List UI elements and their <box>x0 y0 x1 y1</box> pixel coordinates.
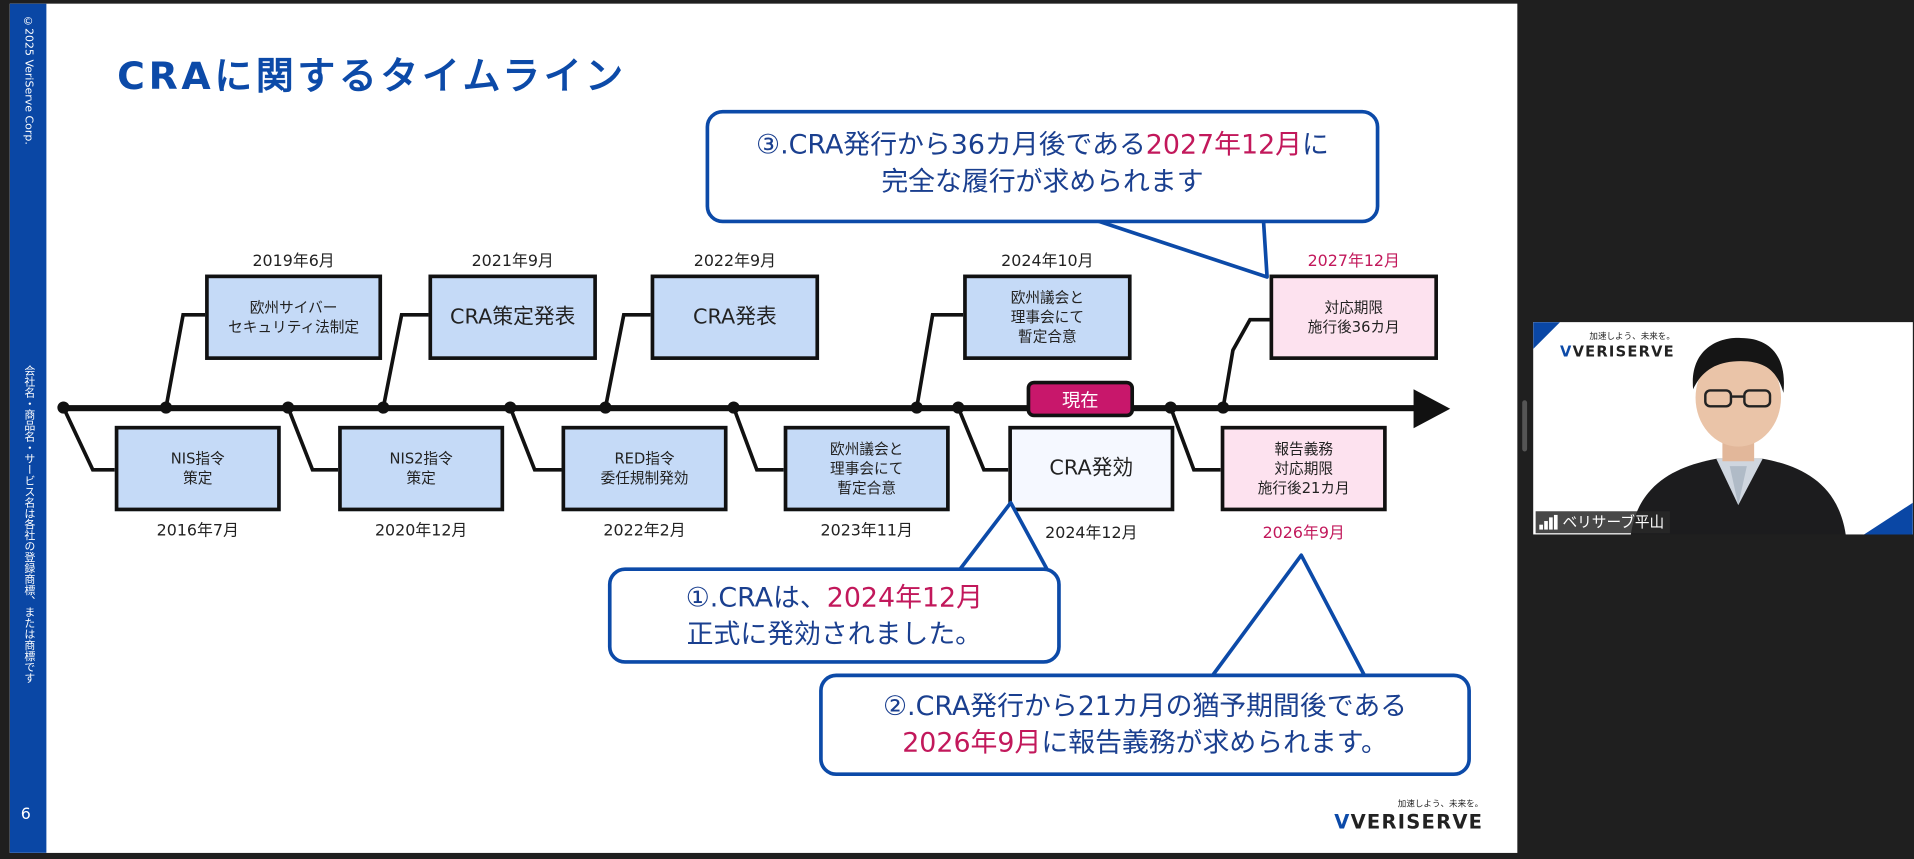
presentation-slide: ©2025 VeriServe Corp. 会社名・商品名・サービス名は各社の登… <box>9 3 1518 853</box>
callout-2-post: に報告義務が求められます。 <box>1041 728 1388 759</box>
event-box: CRA策定発表 <box>428 274 597 360</box>
event-box: 欧州議会と 理事会にて 暫定合意 <box>963 274 1132 360</box>
video-veriserve-logo: 加速しよう、未来を。 VVERISERVE <box>1560 331 1675 360</box>
video-brand-name: VERISERVE <box>1572 342 1675 360</box>
event-date: 2016年7月 <box>156 522 239 541</box>
brand-tagline: 加速しよう、未来を。 <box>1397 799 1484 809</box>
slide-side-bar: ©2025 VeriServe Corp. 会社名・商品名・サービス名は各社の登… <box>9 3 47 853</box>
timeline-axis <box>61 405 1426 412</box>
callout-reporting-obligation: ②.CRA発行から21カ月の猶予期間後である 2026年9月に報告義務が求められ… <box>819 673 1471 777</box>
callout-3-post: に <box>1302 130 1329 162</box>
event-date: 2024年10月 <box>1001 252 1094 271</box>
participant-video-tile[interactable]: 加速しよう、未来を。 VVERISERVE ベリサーブ平山 <box>1533 322 1913 535</box>
callout-1-line2: 正式に発効されました。 <box>686 619 983 651</box>
page-number: 6 <box>20 805 31 824</box>
callout-2-line1: ②.CRA発行から21カ月の猶予期間後である <box>882 691 1408 723</box>
callout-3-line2: 完全な履行が求められます <box>881 167 1204 198</box>
participant-name-tag: ベリサーブ平山 <box>1535 511 1671 534</box>
event-box: RED指令 委任規制発効 <box>561 425 728 512</box>
event-box: 欧州サイバー セキュリティ法制定 <box>205 274 383 360</box>
callout-3-pre: ③.CRA発行から36カ月後である <box>756 130 1146 162</box>
slide-title: CRAに関するタイムライン <box>117 54 627 99</box>
timeline-arrow-icon <box>1413 389 1451 429</box>
event-box-deadline: 対応期限 施行後36カ月 <box>1269 274 1438 360</box>
event-box: NIS指令 策定 <box>114 425 281 512</box>
event-box-deadline: 報告義務 対応期限 施行後21カ月 <box>1220 425 1387 512</box>
event-date: 2022年2月 <box>603 522 686 541</box>
now-badge: 現在 <box>1026 380 1135 418</box>
participant-name: ベリサーブ平山 <box>1562 513 1665 531</box>
video-brand-tagline: 加速しよう、未来を。 <box>1589 331 1675 342</box>
event-box: CRA発表 <box>650 274 820 360</box>
event-date: 2022年9月 <box>693 252 776 271</box>
event-box: 欧州議会と 理事会にて 暫定合意 <box>783 425 950 512</box>
panel-resize-handle[interactable] <box>1522 400 1528 452</box>
event-date: 2019年6月 <box>252 252 335 271</box>
callout-1-pre: ①.CRAは、 <box>685 583 827 614</box>
callout-cra-effective: ①.CRAは、2024年12月 正式に発効されました。 <box>607 567 1061 664</box>
timeline-connectors <box>57 312 1270 472</box>
video-corner-accent <box>1864 502 1913 535</box>
signal-strength-icon <box>1539 514 1559 530</box>
brand-name: VERISERVE <box>1350 810 1484 834</box>
event-date-deadline: 2026年9月 <box>1262 524 1345 543</box>
callout-1-highlight: 2024年12月 <box>826 583 983 614</box>
event-box-current: CRA発効 <box>1008 425 1175 512</box>
callout-full-compliance: ③.CRA発行から36カ月後である2027年12月に 完全な履行が求められます <box>705 109 1380 224</box>
video-corner-accent <box>1533 322 1561 349</box>
event-box: NIS2指令 策定 <box>338 425 505 512</box>
trademark-notice: 会社名・商品名・サービス名は各社の登録商標、または商標です <box>21 364 35 684</box>
callout-3-highlight: 2027年12月 <box>1145 130 1303 162</box>
veriserve-logo: 加速しよう、未来を。 VVERISERVE <box>1334 799 1484 834</box>
participant-person-image <box>1630 337 1846 535</box>
event-date: 2020年12月 <box>374 522 468 541</box>
copyright-text: ©2025 VeriServe Corp. <box>21 15 35 145</box>
event-date: 2023年11月 <box>820 522 913 541</box>
event-date: 2024年12月 <box>1045 524 1138 543</box>
event-date: 2021年9月 <box>471 252 554 271</box>
callout-2-highlight: 2026年9月 <box>902 728 1042 759</box>
event-date-deadline: 2027年12月 <box>1307 252 1400 271</box>
